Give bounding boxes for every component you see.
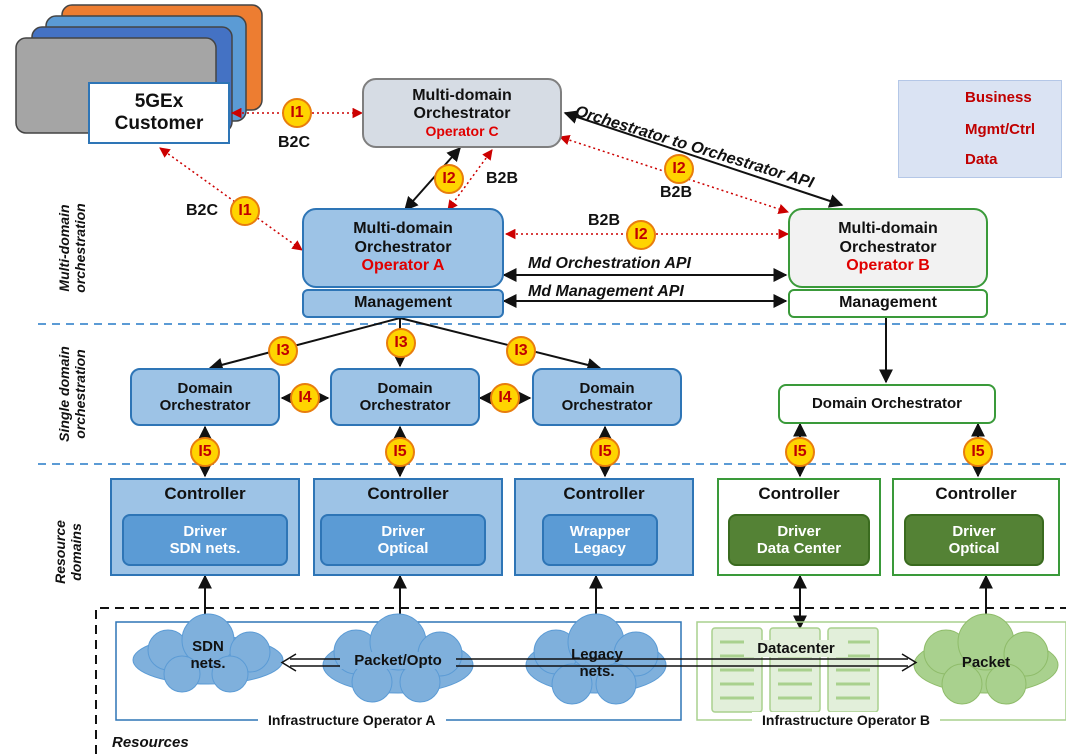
b2c-left-label: B2C (186, 202, 219, 219)
interface-i3-1: I3 (268, 336, 298, 366)
business-customer-opA (159, 147, 303, 251)
interface-i5-4: I5 (785, 437, 815, 467)
infra-a-label: Infrastructure Operator A (258, 712, 446, 728)
cloud-legacy (525, 613, 667, 705)
interface-i5-5: I5 (963, 437, 993, 467)
domain-orchestrator-a2: Domain Orchestrator (330, 368, 480, 426)
resource-packet: Packet (961, 654, 1011, 671)
interface-i5-2: I5 (385, 437, 415, 467)
legend-business: Business (965, 89, 1032, 106)
domain-orchestrator-b: Domain Orchestrator (778, 384, 996, 424)
customer-line1: 5GEx (134, 91, 184, 113)
b2b-c-b-label: B2B (660, 184, 693, 201)
b2b-c-a-label: B2B (486, 170, 519, 187)
mgmt-opC-opA (404, 146, 461, 212)
management-b: Management (788, 289, 988, 318)
mgmt-opC-opB (563, 110, 844, 208)
orchestrator-operator-b: Multi-domain Orchestrator Operator B (788, 208, 988, 288)
interface-i2-c-b: I2 (664, 154, 694, 184)
domain-orchestrator-a1: Domain Orchestrator (130, 368, 280, 426)
resources-frame (95, 607, 1066, 754)
driver-optical-a: Driver Optical (320, 514, 486, 566)
resource-legacy: Legacy nets. (571, 646, 623, 681)
wrapper-legacy: Wrapper Legacy (542, 514, 658, 566)
md-orchestration-api-label: Md Orchestration API (528, 255, 691, 272)
driver-sdn: Driver SDN nets. (122, 514, 288, 566)
resources-label: Resources (112, 734, 189, 751)
legend-data: Data (965, 151, 998, 168)
interface-i5-3: I5 (590, 437, 620, 467)
operator-b-label: Operator B (846, 257, 930, 275)
resource-sdn: SDN nets. (190, 638, 226, 673)
infra-b-label: Infrastructure Operator B (752, 712, 941, 728)
interface-i2-c-a: I2 (434, 164, 464, 194)
md-management-api-label: Md Management API (528, 283, 684, 300)
interface-i2-a-b: I2 (626, 220, 656, 250)
customer-line2: Customer (114, 113, 204, 134)
interface-i3-3: I3 (506, 336, 536, 366)
layer-resource-domains: Resource domains (51, 520, 84, 584)
orchestrator-operator-a: Multi-domain Orchestrator Operator A (302, 208, 504, 288)
interface-i4-2: I4 (490, 383, 520, 413)
legend-mgmt: Mgmt/Ctrl (965, 121, 1035, 138)
cloud-sdn (132, 613, 284, 693)
operator-c-label: Operator C (425, 123, 499, 140)
b2c-top-label: B2C (278, 134, 311, 151)
layer-multi-domain: Multi-domain orchestration (55, 203, 88, 293)
layer-single-domain: Single domain orchestration (55, 346, 88, 442)
cloud-packet (913, 613, 1059, 705)
b2b-a-b-label: B2B (588, 212, 621, 229)
operator-a-label: Operator A (361, 257, 445, 275)
interface-i1-left: I1 (230, 196, 260, 226)
orchestrator-operator-c: Multi-domain Orchestrator Operator C (362, 78, 562, 148)
management-a: Management (302, 289, 504, 318)
domain-orchestrator-a3: Domain Orchestrator (532, 368, 682, 426)
interface-i5-1: I5 (190, 437, 220, 467)
driver-optical-b: Driver Optical (904, 514, 1044, 566)
customer-box: 5GEx Customer (88, 82, 230, 144)
resource-packet-opto: Packet/Opto (340, 652, 456, 670)
legend: Business Mgmt/Ctrl Data (898, 80, 1062, 178)
driver-datacenter: Driver Data Center (728, 514, 870, 566)
interface-i1-top: I1 (282, 98, 312, 128)
interface-i4-1: I4 (290, 383, 320, 413)
interface-i3-2: I3 (386, 328, 416, 358)
resource-datacenter: Datacenter (744, 640, 848, 658)
